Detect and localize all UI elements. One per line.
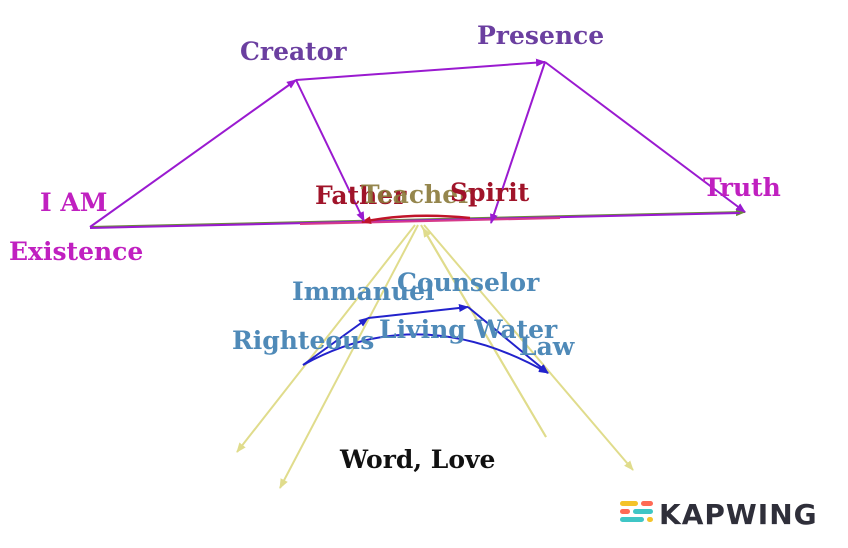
node-labels: Creator Presence I AM Existence Father T… [9,21,781,474]
label-spirit: Spirit [450,178,530,207]
purple-arrow [295,58,546,81]
purple-arrow-group [89,58,746,228]
label-living-water: Living Water [379,315,558,344]
label-truth: Truth [703,173,781,202]
yellow-arrow-group [236,224,634,489]
label-law: Law [519,332,576,361]
purple-arrow [490,61,546,224]
yellow-arrow [236,224,416,453]
label-teacher: Teacher [361,180,472,209]
label-existence: Existence [9,237,143,266]
yellow-arrow [279,224,419,489]
kapwing-logo-icon [620,501,653,522]
kapwing-watermark: KAPWING [620,498,818,531]
label-i-am: I AM [40,188,107,217]
label-word-love: Word, Love [339,445,495,474]
purple-arrow [295,79,365,222]
blue-arrow [467,306,549,374]
blue-arrow-group [302,304,549,374]
label-father: Father [315,181,407,210]
label-righteous: Righteous [232,326,374,355]
baseline-arrow-red [361,214,471,225]
yellow-arrow [422,227,547,438]
label-creator: Creator [240,37,347,66]
baseline-arrows [89,208,746,229]
purple-arrow [89,79,297,228]
label-immanuel: Immanuel [292,277,435,306]
purple-arrow [544,61,746,213]
blue-arrow [302,317,369,366]
kapwing-wordmark: KAPWING [659,498,818,531]
yellow-arrow [423,224,634,471]
blue-arrow [367,304,469,319]
blue-arrow [302,333,549,374]
label-counselor: Counselor [397,268,540,297]
label-presence: Presence [477,21,604,50]
baseline-arrow-pink [299,217,561,225]
